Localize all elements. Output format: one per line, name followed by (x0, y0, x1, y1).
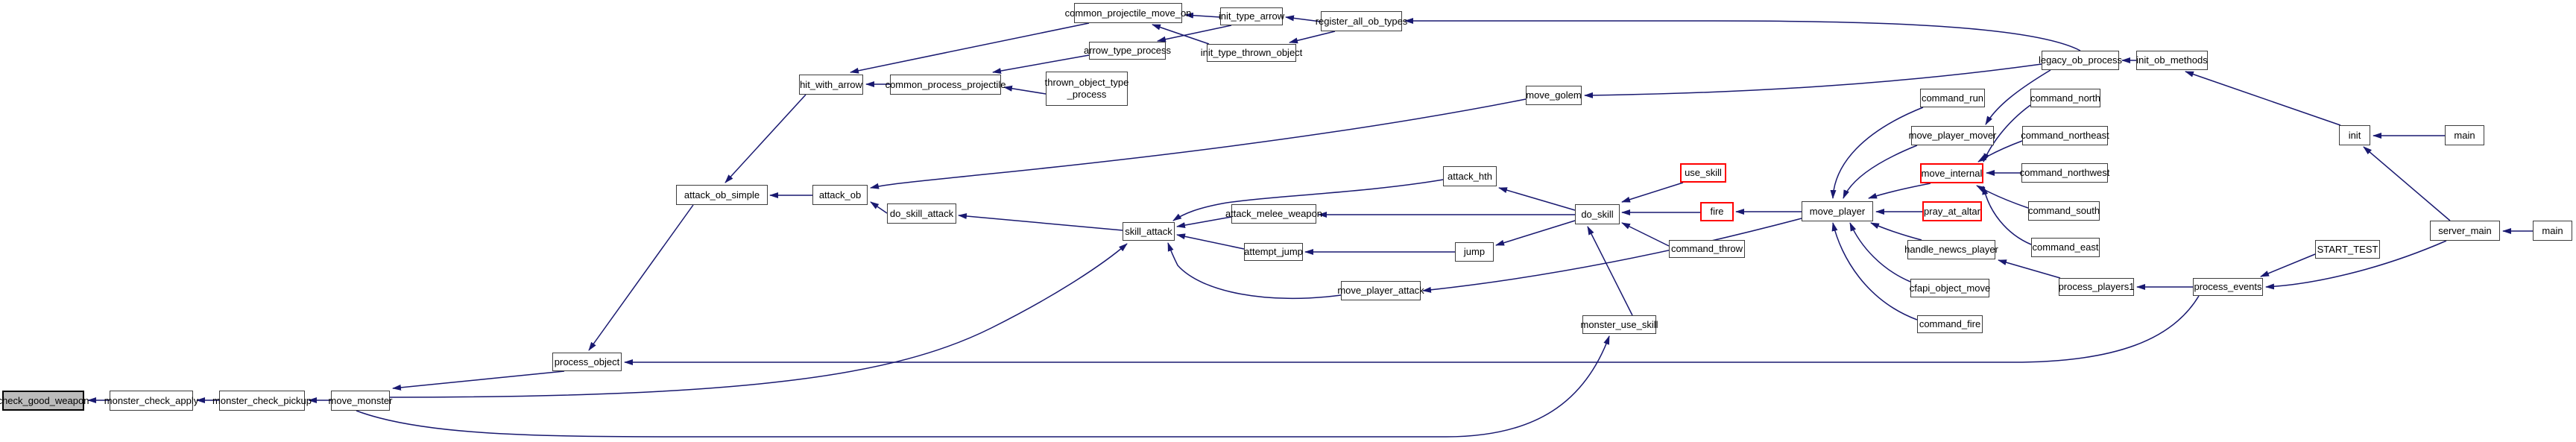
edge-command_south-to-move_internal (1976, 185, 2029, 209)
graph-node-server_main[interactable]: server_main (2430, 221, 2500, 241)
edge-attack_ob_simple-to-process_object (588, 204, 694, 351)
edge-do_skill-to-attack_hth (1498, 187, 1576, 211)
graph-node-cfapi_object_move[interactable]: cfapi_object_move (1910, 279, 1990, 297)
graph-node-check_good_weapon: check_good_weapon (0, 391, 89, 411)
edge-move_player-to-move_player_attack (1422, 218, 1802, 293)
graph-node-move_player_attack[interactable]: move_player_attack (1337, 281, 1424, 300)
graph-node-command_north[interactable]: command_north (2030, 89, 2100, 107)
edge-group (87, 12, 2533, 438)
graph-node-command_run[interactable]: command_run (1920, 89, 1985, 107)
edge-arrow_type_process-to-common_process_projectile (992, 54, 1090, 75)
edge-hit_with_arrow-to-attack_ob_simple (724, 94, 806, 183)
graph-node-handle_newcs_player[interactable]: handle_newcs_player (1904, 240, 1998, 259)
edge-START_TEST-to-process_events (2260, 253, 2316, 277)
graph-node-main_bottom[interactable]: main (2533, 221, 2572, 241)
graph-node-command_south[interactable]: command_south (2028, 201, 2100, 221)
edge-move_golem-to-attack_ob (870, 98, 1527, 189)
graph-node-move_player[interactable]: move_player (1802, 201, 1873, 221)
graph-node-attack_ob_simple[interactable]: attack_ob_simple (676, 185, 768, 205)
graph-node-command_fire[interactable]: command_fire (1917, 315, 1983, 333)
edge-move_monster-to-skill_attack (389, 243, 1128, 398)
graph-node-process_players1[interactable]: process_players1 (2059, 278, 2134, 296)
edge-server_main-to-init (2363, 146, 2451, 221)
graph-node-move_golem[interactable]: move_golem (1526, 86, 1582, 105)
edge-monster_use_skill-to-do_skill (1587, 226, 1633, 316)
edge-do_skill-to-jump (1495, 220, 1576, 246)
graph-node-command_throw[interactable]: command_throw (1669, 240, 1745, 258)
edge-do_skill_attack-to-attack_ob (870, 201, 888, 214)
edge-process_events-to-process_object (624, 295, 2200, 365)
graph-node-pray_at_altar[interactable]: pray_at_altar (1922, 201, 1982, 221)
edge-common_projectile_move_on-to-hit_with_arrow (850, 22, 1090, 74)
graph-node-monster_check_apply[interactable]: monster_check_apply (104, 391, 198, 411)
graph-node-process_object[interactable]: process_object (552, 353, 622, 371)
edge-register_all_ob_types-to-init_type_arrow (1285, 15, 1322, 22)
edge-thrown_object_type_process-to-common_process_projectile (1003, 85, 1046, 95)
edge-attack_hth-to-skill_attack (1172, 179, 1444, 221)
graph-node-main_top[interactable]: main (2445, 125, 2484, 145)
edge-init_type_thrown_object-to-common_projectile_move_on (1152, 24, 1210, 45)
graph-node-legacy_ob_process[interactable]: legacy_ob_process (2039, 51, 2122, 70)
edge-init_type_arrow-to-arrow_type_process (1157, 25, 1232, 42)
graph-node-init_type_thrown_object[interactable]: init_type_thrown_object (1201, 44, 1302, 62)
graph-node-skill_attack[interactable]: skill_attack (1123, 222, 1175, 241)
graph-node-move_internal[interactable]: move_internal (1920, 163, 1983, 183)
edge-register_all_ob_types-to-init_type_thrown_object (1289, 31, 1336, 44)
graph-node-command_east[interactable]: command_east (2031, 238, 2100, 257)
edge-handle_newcs_player-to-move_player (1870, 222, 1922, 241)
edge-init_type_arrow-to-common_projectile_move_on (1184, 12, 1221, 19)
graph-node-use_skill[interactable]: use_skill (1680, 163, 1726, 183)
graph-node-arrow_type_process[interactable]: arrow_type_process (1084, 42, 1171, 60)
edge-legacy_ob_process-to-register_all_ob_types (1404, 18, 2081, 51)
graph-node-thrown_object_type_process[interactable]: thrown_object_type _process (1045, 72, 1128, 106)
edge-move_player_attack-to-skill_attack (1167, 242, 1342, 300)
graph-node-attack_hth[interactable]: attack_hth (1443, 166, 1497, 186)
graph-node-attack_melee_weapon[interactable]: attack_melee_weapon (1225, 204, 1322, 224)
graph-node-hit_with_arrow[interactable]: hit_with_arrow (799, 75, 863, 95)
graph-node-move_player_mover[interactable]: move_player_mover (1909, 126, 1996, 145)
edge-command_northeast-to-move_internal (1977, 140, 2023, 162)
edge-attack_melee_weapon-to-skill_attack (1176, 216, 1232, 229)
graph-node-attack_ob[interactable]: attack_ob (812, 185, 868, 205)
edge-legacy_ob_process-to-move_golem (1584, 63, 2042, 98)
graph-node-common_projectile_move_on[interactable]: common_projectile_move_on (1065, 3, 1191, 23)
edge-attempt_jump-to-skill_attack (1176, 233, 1245, 250)
edge-legacy_ob_process-to-move_player_mover (1985, 69, 2051, 125)
graph-node-jump[interactable]: jump (1455, 242, 1494, 262)
graph-node-monster_use_skill[interactable]: monster_use_skill (1580, 315, 1658, 334)
edge-process_players1-to-handle_newcs_player (1998, 259, 2061, 279)
edge-command_east-to-move_internal (1982, 186, 2032, 245)
edge-command_throw-to-do_skill (1621, 222, 1670, 247)
graph-node-command_northwest[interactable]: command_northwest (2020, 163, 2109, 183)
edge-skill_attack-to-do_skill_attack (958, 213, 1123, 231)
graph-node-common_process_projectile[interactable]: common_process_projectile (886, 75, 1006, 95)
graph-node-START_TEST[interactable]: START_TEST (2315, 240, 2380, 259)
graph-node-do_skill[interactable]: do_skill (1575, 204, 1620, 224)
edge-command_run-to-move_player (1830, 107, 1924, 199)
graph-node-move_monster[interactable]: move_monster (329, 391, 393, 411)
graph-node-fire[interactable]: fire (1700, 202, 1734, 221)
edge-cfapi_object_move-to-move_player (1849, 222, 1911, 282)
graph-node-register_all_ob_types[interactable]: register_all_ob_types (1316, 11, 1407, 31)
graph-node-monster_check_pickup[interactable]: monster_check_pickup (212, 391, 312, 411)
edge-move_internal-to-move_player (1868, 183, 1931, 199)
edge-init-to-init_ob_methods (2185, 71, 2341, 126)
edge-process_object-to-move_monster (392, 370, 565, 391)
graph-node-attempt_jump[interactable]: attempt_jump (1244, 243, 1303, 261)
edge-server_main-to-process_events (2265, 240, 2447, 290)
edge-move_monster-to-monster_use_skill (356, 335, 1610, 438)
edge-move_player_mover-to-move_player (1843, 145, 1918, 199)
graph-node-do_skill_attack[interactable]: do_skill_attack (887, 203, 956, 224)
graph-node-process_events[interactable]: process_events (2193, 278, 2263, 296)
graph-node-init_ob_methods[interactable]: init_ob_methods (2136, 51, 2208, 70)
edge-command_fire-to-move_player (1831, 222, 1918, 321)
graph-node-command_northeast[interactable]: command_northeast (2021, 126, 2109, 145)
graph-node-init_type_arrow[interactable]: init_type_arrow (1219, 7, 1284, 25)
graph-node-init[interactable]: init (2339, 125, 2370, 145)
edge-use_skill-to-do_skill (1621, 182, 1684, 203)
